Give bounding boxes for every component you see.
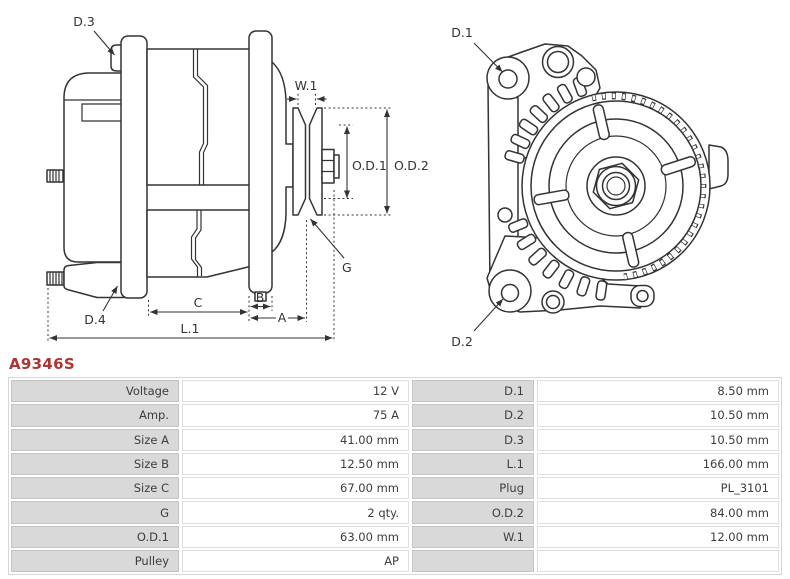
spec-label-cell: O.D.2 bbox=[412, 501, 534, 524]
dim-label-d2: D.2 bbox=[451, 334, 473, 349]
casing-ribs bbox=[591, 92, 707, 281]
spec-label-cell: Plug bbox=[412, 477, 534, 500]
shaft-hub bbox=[586, 156, 646, 216]
table-row: Size B 12.50 mm L.1 166.00 mm bbox=[11, 452, 779, 476]
pulley bbox=[292, 107, 340, 216]
spec-value-cell: 63.00 mm bbox=[182, 525, 409, 549]
dim-label-d3: D.3 bbox=[73, 14, 95, 29]
inner-circle bbox=[565, 135, 667, 237]
spec-label-cell: G bbox=[11, 501, 179, 524]
spec-table: Voltage 12 V D.1 8.50 mm Amp. 75 A D.2 1… bbox=[8, 377, 782, 576]
spec-label-cell: O.D.1 bbox=[11, 525, 179, 549]
spec-label-cell: L.1 bbox=[412, 452, 534, 476]
spec-value-cell: PL_3101 bbox=[537, 477, 779, 500]
dim-label-l1: L.1 bbox=[181, 321, 200, 336]
web-hole-left bbox=[497, 207, 513, 223]
fan-guard-spokes bbox=[533, 104, 697, 268]
technical-diagram: D.3 W.1 O.D.1 O.D.2 G D.4 C B A L.1 bbox=[46, 14, 729, 349]
spec-label-cell bbox=[412, 550, 534, 573]
spec-label-cell: W.1 bbox=[412, 525, 534, 549]
spec-label-cell: Amp. bbox=[11, 404, 179, 427]
dim-label-a: A bbox=[278, 310, 287, 325]
dim-label-od2: O.D.2 bbox=[394, 158, 429, 173]
table-row: Size C 67.00 mm Plug PL_3101 bbox=[11, 477, 779, 500]
bracket-foot bbox=[254, 291, 267, 302]
dim-label-d4: D.4 bbox=[84, 312, 106, 327]
fan-cone bbox=[271, 61, 294, 253]
spec-label-cell: D.2 bbox=[412, 404, 534, 427]
dim-label-w1: W.1 bbox=[295, 78, 318, 93]
spec-label-cell: D.3 bbox=[412, 428, 534, 451]
web-hole-top bbox=[576, 67, 596, 87]
stator-upper bbox=[146, 48, 253, 186]
spec-value-cell: 75 A bbox=[182, 404, 409, 427]
spec-label-cell: Size B bbox=[11, 452, 179, 476]
web-boss bbox=[630, 284, 655, 308]
spec-label-cell: D.1 bbox=[412, 380, 534, 403]
spec-value-cell: AP bbox=[182, 550, 409, 573]
front-bracket bbox=[248, 30, 273, 294]
spec-value-cell: 12 V bbox=[182, 380, 409, 403]
spec-value-cell: 10.50 mm bbox=[537, 428, 779, 451]
table-row: Amp. 75 A D.2 10.50 mm bbox=[11, 404, 779, 427]
spec-label-cell: Voltage bbox=[11, 380, 179, 403]
spec-value-cell: 2 qty. bbox=[182, 501, 409, 524]
spec-value-cell: 8.50 mm bbox=[537, 380, 779, 403]
mounting-ear-d2 bbox=[488, 269, 532, 313]
side-lobe bbox=[708, 144, 729, 190]
spec-value-cell: 84.00 mm bbox=[537, 501, 779, 524]
spec-value-cell: 41.00 mm bbox=[182, 428, 409, 451]
spec-label-cell: Pulley bbox=[11, 550, 179, 573]
spec-value-cell: 12.50 mm bbox=[182, 452, 409, 476]
dim-label-od1: O.D.1 bbox=[352, 158, 387, 173]
spec-value-cell: 67.00 mm bbox=[182, 477, 409, 500]
spec-value-cell: 12.00 mm bbox=[537, 525, 779, 549]
spec-value-cell: 10.50 mm bbox=[537, 404, 779, 427]
dim-label-g: G bbox=[342, 260, 352, 275]
table-row: Pulley AP bbox=[11, 550, 779, 573]
spec-label-cell: Size A bbox=[11, 428, 179, 451]
rear-housing bbox=[63, 72, 124, 263]
table-row: Size A 41.00 mm D.3 10.50 mm bbox=[11, 428, 779, 451]
vent-slots bbox=[504, 76, 608, 301]
rear-bracket bbox=[120, 35, 148, 299]
mounting-ear-top bbox=[541, 45, 575, 79]
table-row: Voltage 12 V D.1 8.50 mm bbox=[11, 380, 779, 403]
mounting-ear-bottom bbox=[541, 290, 565, 314]
spec-value-cell bbox=[537, 550, 779, 573]
spec-label-cell: Size C bbox=[11, 477, 179, 500]
mounting-bolt bbox=[46, 271, 65, 286]
stator-lower bbox=[146, 209, 253, 278]
dim-label-c: C bbox=[194, 295, 203, 310]
dim-label-d1: D.1 bbox=[451, 25, 473, 40]
part-number: A9346S bbox=[9, 355, 75, 373]
lower-lug bbox=[63, 261, 125, 299]
side-view-drawing: D.3 W.1 O.D.1 O.D.2 G D.4 C B A L.1 bbox=[46, 14, 429, 342]
terminal-stud bbox=[46, 169, 64, 183]
table-row: G 2 qty. O.D.2 84.00 mm bbox=[11, 501, 779, 524]
spec-value-cell: 166.00 mm bbox=[537, 452, 779, 476]
dim-label-b: B bbox=[256, 290, 265, 305]
alternator-drawing: D.3 W.1 O.D.1 O.D.2 G D.4 C B A L.1 bbox=[46, 14, 729, 349]
table-row: O.D.1 63.00 mm W.1 12.00 mm bbox=[11, 525, 779, 549]
front-view-drawing: D.1 D.2 bbox=[451, 25, 729, 349]
